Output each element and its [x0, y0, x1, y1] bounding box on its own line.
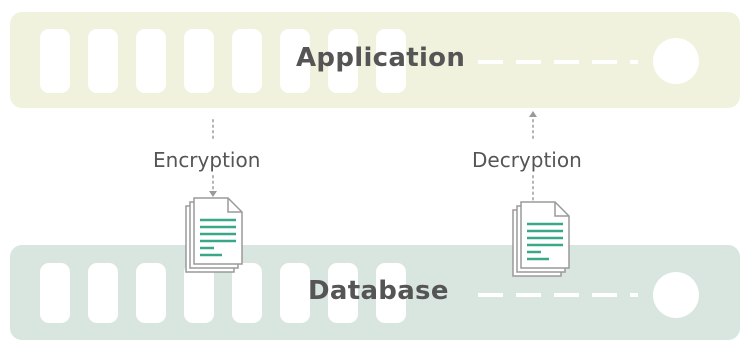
server-status-light — [653, 272, 699, 318]
document-stack-icon — [185, 197, 243, 273]
server-slot — [328, 263, 358, 323]
server-slot — [184, 29, 214, 93]
server-slot — [88, 263, 118, 323]
document-stack-icon — [512, 201, 570, 277]
database-server: Database — [10, 245, 740, 340]
server-slot — [40, 29, 70, 93]
server-slot — [376, 263, 406, 323]
server-slot — [232, 29, 262, 93]
database-label: Database — [308, 276, 449, 306]
server-slot — [376, 29, 406, 93]
decryption-label: Decryption — [472, 148, 582, 172]
decryption-arrow — [529, 111, 537, 201]
server-slot — [280, 29, 310, 93]
server-status-light — [653, 38, 699, 84]
server-slot — [136, 29, 166, 93]
server-slot — [232, 263, 262, 323]
application-server: Application — [10, 12, 740, 108]
server-slot — [280, 263, 310, 323]
encryption-arrow — [209, 119, 217, 197]
server-slot — [88, 29, 118, 93]
application-label: Application — [296, 43, 466, 73]
server-slot — [184, 263, 214, 323]
server-slot — [40, 263, 70, 323]
server-dashes — [478, 293, 638, 297]
server-slot — [136, 263, 166, 323]
server-dashes — [478, 60, 638, 64]
server-slot — [328, 29, 358, 93]
encryption-label: Encryption — [153, 148, 261, 172]
